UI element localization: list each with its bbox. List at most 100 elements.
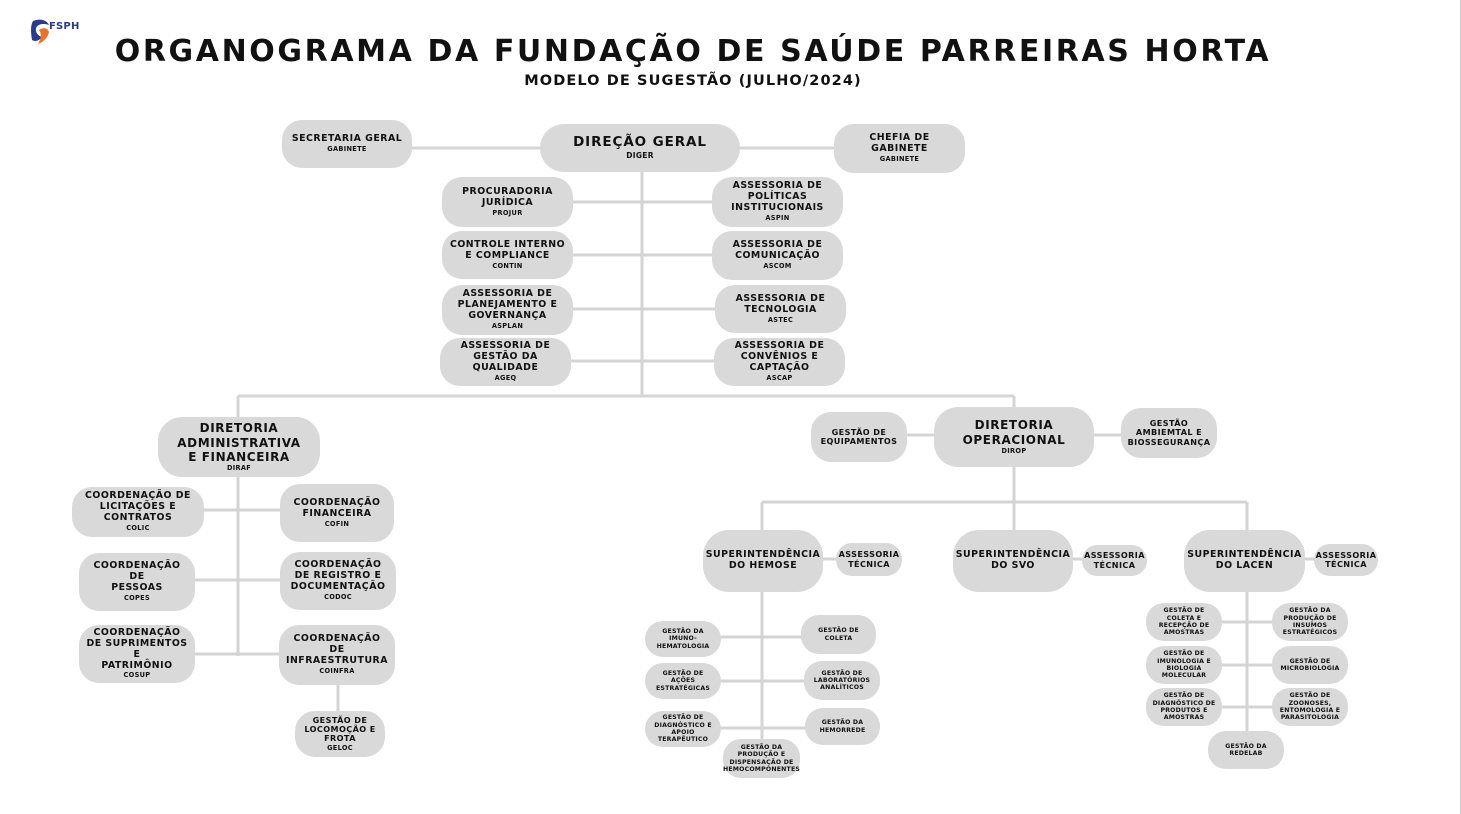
node-coinfra: COORDENAÇÃO DE INFRAESTRUTURA COINFRA: [279, 625, 395, 685]
node-direcao-geral-abbr: DIGER: [626, 150, 654, 160]
node-gestao-imuno-hematologia-title: GESTÃO DA IMUNO- HEMATOLOGIA: [656, 628, 710, 650]
node-copes-abbr: COPES: [123, 593, 151, 602]
node-gestao-microbiologia: GESTÃO DE MICROBIOLOGIA: [1272, 646, 1348, 684]
node-secretaria-geral-abbr: GABINETE: [327, 145, 367, 154]
node-asplan-title: ASSESSORIA DE PLANEJAMENTO E GOVERNANÇA: [457, 288, 558, 322]
node-gestao-imunologia-biologia-molecular: GESTÃO DE IMUNOLOGIA E BIOLOGIA MOLECULA…: [1146, 646, 1222, 684]
node-ageq-abbr: AGEQ: [494, 373, 517, 382]
node-ageq: ASSESSORIA DE GESTÃO DA QUALIDADE AGEQ: [440, 338, 571, 386]
node-gestao-coleta-recepcao-amostras: GESTÃO DE COLETA E RECEPÇÃO DE AMOSTRAS: [1146, 603, 1222, 641]
node-projur-abbr: PROJUR: [492, 208, 523, 217]
node-contin: CONTROLE INTERNO E COMPLIANCE CONTIN: [442, 231, 573, 279]
node-gestao-imunologia-biologia-molecular-title: GESTÃO DE IMUNOLOGIA E BIOLOGIA MOLECULA…: [1157, 650, 1211, 680]
node-ascom: ASSESSORIA DE COMUNICAÇÃO ASCOM: [712, 231, 843, 280]
node-chefia-gabinete-abbr: GABINETE: [879, 155, 920, 164]
node-gestao-producao-insumos-title: GESTÃO DA PRODUÇÃO DE INSUMOS ESTRATÉGIC…: [1282, 607, 1338, 637]
node-codoc-abbr: CODOC: [324, 592, 352, 601]
node-superintendencia-hemose: SUPERINTENDÊNCIA DO HEMOSE: [703, 530, 823, 592]
node-gestao-hemorrede-title: GESTÃO DA HEMORREDE: [819, 719, 866, 734]
node-colic-abbr: COLIC: [126, 523, 150, 532]
node-colic-title: COORDENAÇÃO DE LICITAÇÕES E CONTRATOS: [85, 490, 191, 524]
node-gestao-microbiologia-title: GESTÃO DE MICROBIOLOGIA: [1280, 657, 1340, 672]
node-chefia-gabinete: CHEFIA DE GABINETE GABINETE: [834, 124, 965, 173]
page-title: ORGANOGRAMA DA FUNDAÇÃO DE SAÚDE PARREIR…: [114, 34, 1272, 69]
node-asplan-abbr: ASPLAN: [491, 321, 524, 330]
node-cosup-title: COORDENAÇÃO DE SUPRIMENTOS E PATRIMÔNIO: [86, 627, 188, 671]
node-gestao-producao-hemocomponentes-title: GESTÃO DA PRODUÇÃO E DISPENSAÇÃO DE HEMO…: [722, 743, 801, 773]
fsph-logo: FSPH: [30, 18, 90, 48]
node-gestao-coleta-hemose: GESTÃO DE COLETA: [801, 615, 876, 654]
node-dirop-abbr: DIROP: [1001, 447, 1027, 456]
node-assessoria-tecnica-lacen: ASSESSORIA TÉCNICA: [1314, 544, 1378, 576]
node-dirop: DIRETORIA OPERACIONAL DIROP: [934, 407, 1094, 467]
node-coinfra-title: COORDENAÇÃO DE INFRAESTRUTURA: [285, 633, 389, 667]
node-cofin-abbr: COFIN: [324, 519, 350, 528]
node-aspin-abbr: ASPIN: [765, 213, 790, 222]
node-astec-title: ASSESSORIA DE TECNOLOGIA: [735, 292, 826, 315]
node-assessoria-tecnica-hemose: ASSESSORIA TÉCNICA: [836, 543, 902, 576]
node-ascap-abbr: ASCAP: [766, 373, 793, 382]
node-cofin: COORDENAÇÃO FINANCEIRA COFIN: [280, 484, 394, 542]
node-superintendencia-svo: SUPERINTENDÊNCIA DO SVO: [953, 530, 1073, 592]
node-assessoria-tecnica-hemose-title: ASSESSORIA TÉCNICA: [838, 549, 900, 569]
node-ascap: ASSESSORIA DE CONVÊNIOS E CAPTAÇÃO ASCAP: [714, 338, 845, 386]
node-aspin-title: ASSESSORIA DE POLÍTICAS INSTITUCIONAIS: [731, 180, 824, 214]
node-diraf-title: DIRETORIA ADMINISTRATIVA E FINANCEIRA: [177, 421, 301, 464]
node-gestao-hemorrede: GESTÃO DA HEMORREDE: [805, 708, 880, 745]
node-superintendencia-lacen: SUPERINTENDÊNCIA DO LACEN: [1184, 530, 1305, 592]
fsph-logo-mark: [31, 19, 49, 44]
node-codoc: COORDENAÇÃO DE REGISTRO E DOCUMENTAÇÃO C…: [280, 552, 396, 610]
node-assessoria-tecnica-svo: ASSESSORIA TÉCNICA: [1082, 545, 1147, 576]
node-cosup-abbr: COSUP: [123, 671, 151, 680]
node-codoc-title: COORDENAÇÃO DE REGISTRO E DOCUMENTAÇÃO: [290, 559, 386, 593]
node-gestao-zoonoses: GESTÃO DE ZOONOSES, ENTOMOLOGIA E PARASI…: [1272, 688, 1348, 726]
node-contin-title: CONTROLE INTERNO E COMPLIANCE: [449, 238, 566, 261]
node-cofin-title: COORDENAÇÃO FINANCEIRA: [293, 496, 381, 519]
node-diraf: DIRETORIA ADMINISTRATIVA E FINANCEIRA DI…: [158, 417, 320, 477]
node-ascom-abbr: ASCOM: [763, 262, 792, 271]
node-gestao-ambiental: GESTÃO AMBIEMTAL E BIOSSEGURANÇA: [1121, 408, 1217, 458]
node-astec-abbr: ASTEC: [767, 315, 794, 324]
node-cosup: COORDENAÇÃO DE SUPRIMENTOS E PATRIMÔNIO …: [79, 625, 195, 683]
node-ageq-title: ASSESSORIA DE GESTÃO DA QUALIDADE: [460, 340, 551, 374]
node-colic: COORDENAÇÃO DE LICITAÇÕES E CONTRATOS CO…: [72, 487, 204, 537]
node-geloc-abbr: GELOC: [327, 743, 353, 752]
node-gestao-diagnostico-produtos-amostras-title: GESTÃO DE DIAGNÓSTICO DE PRODUTOS E AMOS…: [1152, 692, 1216, 722]
node-gestao-equipamentos: GESTÃO DE EQUIPAMENTOS: [811, 412, 907, 462]
node-gestao-redelab: GESTÃO DA REDELAB: [1208, 731, 1284, 769]
node-gestao-zoonoses-title: GESTÃO DE ZOONOSES, ENTOMOLOGIA E PARASI…: [1279, 692, 1341, 722]
node-gestao-diagnostico-produtos-amostras: GESTÃO DE DIAGNÓSTICO DE PRODUTOS E AMOS…: [1146, 688, 1222, 726]
node-gestao-acoes-estrategicas: GESTÃO DE AÇÕES ESTRATÉGICAS: [645, 663, 721, 699]
node-projur: PROCURADORIA JURÍDICA PROJUR: [442, 177, 573, 227]
node-gestao-laboratorios-analiticos-title: GESTÃO DE LABORATÓRIOS ANALÍTICOS: [813, 669, 871, 692]
node-coinfra-abbr: COINFRA: [319, 666, 355, 675]
node-direcao-geral: DIREÇÃO GERAL DIGER: [540, 124, 740, 172]
node-astec: ASSESSORIA DE TECNOLOGIA ASTEC: [715, 285, 846, 333]
node-asplan: ASSESSORIA DE PLANEJAMENTO E GOVERNANÇA …: [442, 285, 573, 335]
logo-text: FSPH: [49, 21, 80, 32]
node-secretaria-geral-title: SECRETARIA GERAL: [291, 133, 403, 145]
node-chefia-gabinete-title: CHEFIA DE GABINETE: [869, 132, 930, 155]
node-ascap-title: ASSESSORIA DE CONVÊNIOS E CAPTAÇÃO: [734, 340, 825, 374]
node-superintendencia-svo-title: SUPERINTENDÊNCIA DO SVO: [955, 549, 1071, 571]
node-gestao-producao-hemocomponentes: GESTÃO DA PRODUÇÃO E DISPENSAÇÃO DE HEMO…: [723, 739, 800, 778]
node-gestao-laboratorios-analiticos: GESTÃO DE LABORATÓRIOS ANALÍTICOS: [804, 661, 880, 700]
node-gestao-ambiental-title: GESTÃO AMBIEMTAL E BIOSSEGURANÇA: [1127, 418, 1211, 447]
node-gestao-coleta-hemose-title: GESTÃO DE COLETA: [818, 627, 859, 642]
node-gestao-redelab-title: GESTÃO DA REDELAB: [1225, 742, 1267, 757]
node-gestao-diagnostico-apoio: GESTÃO DE DIAGNÓSTICO E APOIO TERAPÊUTIC…: [645, 711, 721, 747]
node-dirop-title: DIRETORIA OPERACIONAL: [962, 418, 1066, 447]
node-superintendencia-lacen-title: SUPERINTENDÊNCIA DO LACEN: [1187, 549, 1302, 571]
node-copes-title: COORDENAÇÃO DE PESSOAS: [93, 560, 181, 594]
node-ascom-title: ASSESSORIA DE COMUNICAÇÃO: [732, 239, 823, 262]
node-secretaria-geral: SECRETARIA GERAL GABINETE: [282, 120, 412, 168]
node-gestao-diagnostico-apoio-title: GESTÃO DE DIAGNÓSTICO E APOIO TERAPÊUTIC…: [654, 714, 712, 744]
node-diraf-abbr: DIRAF: [226, 464, 252, 473]
node-assessoria-tecnica-svo-title: ASSESSORIA TÉCNICA: [1084, 550, 1145, 570]
node-aspin: ASSESSORIA DE POLÍTICAS INSTITUCIONAIS A…: [712, 177, 843, 227]
node-superintendencia-hemose-title: SUPERINTENDÊNCIA DO HEMOSE: [705, 549, 821, 571]
node-geloc-title: GESTÃO DE LOCOMOÇÃO E FROTA: [304, 714, 376, 744]
node-gestao-producao-insumos: GESTÃO DA PRODUÇÃO DE INSUMOS ESTRATÉGIC…: [1272, 603, 1348, 641]
node-copes: COORDENAÇÃO DE PESSOAS COPES: [79, 553, 195, 611]
